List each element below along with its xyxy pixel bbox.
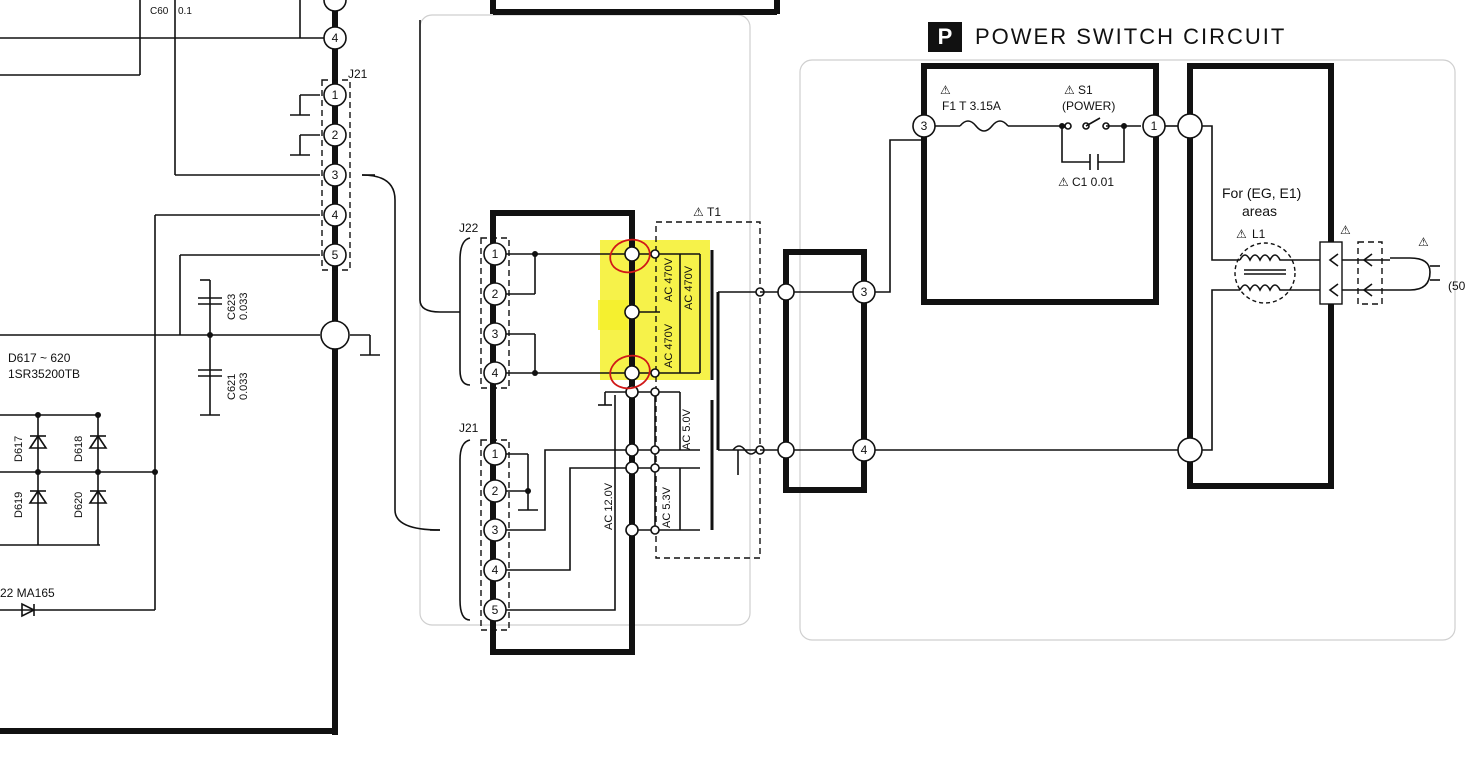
line-filter-label: L1 — [1252, 227, 1266, 241]
pin-node — [323, 83, 347, 107]
winding-label: AC 470V — [663, 257, 675, 302]
switch-name-label: (POWER) — [1062, 99, 1115, 113]
section-title: POWER SWITCH CIRCUIT — [975, 24, 1286, 49]
fuse-label: F1 T 3.15A — [942, 99, 1001, 113]
pin-label: 5 — [492, 603, 499, 617]
winding-label: AC 5.3V — [661, 486, 673, 528]
background-boundaries — [419, 14, 1456, 641]
pin-label: 3 — [921, 119, 928, 133]
areas-note-line1: For (EG, E1) — [1222, 185, 1301, 201]
cap-top-ref: C60 — [150, 6, 169, 17]
ac-input-block — [1177, 63, 1440, 489]
pin-label: 4 — [492, 366, 499, 380]
pin-label: 3 — [492, 523, 499, 537]
pin-label: 1 — [332, 88, 339, 102]
warning-icon: ⚠ — [1340, 223, 1351, 237]
highlight-region — [598, 240, 710, 380]
d619-label: D619 — [13, 492, 25, 518]
diode-part-label: 1SR35200TB — [8, 367, 80, 381]
cap-top-val: 0.1 — [178, 6, 192, 17]
annotation-marks — [609, 238, 651, 390]
connector-label-j21-top: J21 — [348, 67, 368, 81]
c621-val: 0.033 — [238, 372, 250, 400]
d618-label: D618 — [73, 436, 85, 462]
pin-label: 2 — [492, 484, 499, 498]
warning-icon: ⚠ — [1236, 227, 1247, 241]
plug-rating-label: (50 — [1448, 279, 1465, 293]
connector-label-j21-bottom: J21 — [459, 421, 479, 435]
warning-icon: ⚠ — [1064, 83, 1075, 97]
j21-top-pin-labels: 4 1 2 3 4 5 — [332, 31, 339, 262]
section-letter: P — [938, 24, 953, 49]
d620-label: D620 — [73, 492, 85, 518]
winding-label: AC 470V — [663, 323, 675, 368]
mid-connector-block: 3 4 — [760, 126, 1178, 493]
pin-label: 2 — [332, 128, 339, 142]
warning-icon: ⚠ — [1418, 235, 1429, 249]
j22-pins — [483, 242, 507, 385]
j21-bottom-pins — [483, 442, 507, 622]
pin-label: 1 — [492, 247, 499, 261]
pin-label: 1 — [1151, 119, 1158, 133]
winding-label: AC 470V — [683, 265, 695, 310]
j21-top-pins — [320, 0, 350, 350]
pin-node — [323, 243, 347, 267]
cap-c1-label: C1 0.01 — [1072, 175, 1114, 189]
pin-label: 3 — [861, 285, 868, 299]
junction-node — [320, 320, 350, 350]
pin-node — [323, 203, 347, 227]
pin-label: 3 — [492, 327, 499, 341]
areas-note-line2: areas — [1242, 203, 1277, 219]
left-circuit — [0, 0, 441, 735]
pin-label: 2 — [492, 287, 499, 301]
winding-label: AC 5.0V — [681, 408, 693, 450]
pin-label: 5 — [332, 248, 339, 262]
pin-label: 3 — [332, 168, 339, 182]
d617-label: D617 — [13, 436, 25, 462]
power-switch-box: 3 1 — [912, 63, 1178, 305]
warning-icon: ⚠ — [1058, 175, 1069, 189]
diode-range-label: D617 ~ 620 — [8, 351, 71, 365]
c623-ref: C623 — [226, 294, 238, 320]
connector-label-j22: J22 — [459, 221, 479, 235]
switch-ref-label: S1 — [1078, 83, 1093, 97]
section-header: P POWER SWITCH CIRCUIT — [928, 22, 1286, 52]
bottom-diode-label: 22 MA165 — [0, 586, 55, 600]
pin-label: 4 — [332, 31, 339, 45]
pin-node — [323, 26, 347, 50]
pin-label: 4 — [492, 563, 499, 577]
c623-val: 0.033 — [238, 292, 250, 320]
pin-label: 1 — [492, 447, 499, 461]
warning-icon: ⚠ — [693, 205, 704, 219]
pin-label: 4 — [861, 443, 868, 457]
transformer-label: T1 — [707, 205, 721, 219]
pin-node — [323, 163, 347, 187]
pin-label: 4 — [332, 208, 339, 222]
c621-ref: C621 — [226, 374, 238, 400]
winding-label: AC 12.0V — [603, 482, 615, 530]
pin-node — [323, 123, 347, 147]
warning-icon: ⚠ — [940, 83, 951, 97]
